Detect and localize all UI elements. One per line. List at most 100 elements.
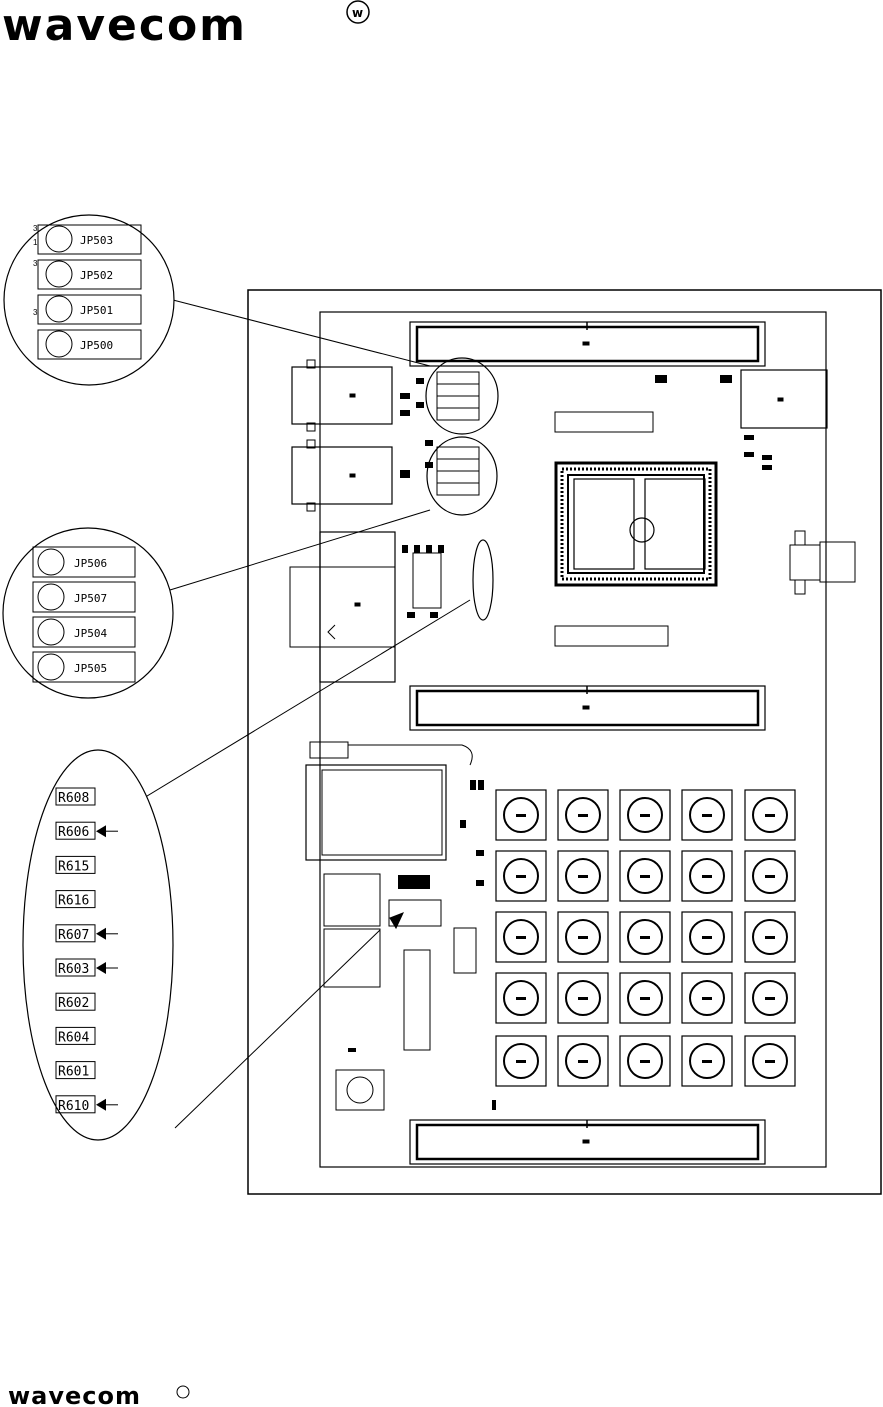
key-mark bbox=[516, 875, 526, 878]
key-mark bbox=[765, 1060, 775, 1063]
key-mark bbox=[702, 875, 712, 878]
key-mark bbox=[640, 1060, 650, 1063]
connector-middle bbox=[410, 686, 765, 730]
key-mark bbox=[578, 997, 588, 1000]
small-ic bbox=[413, 553, 441, 608]
keypad-key bbox=[745, 790, 795, 840]
jumper-block-top bbox=[426, 358, 498, 434]
key-mark bbox=[702, 997, 712, 1000]
jumper-block-mid bbox=[427, 437, 497, 515]
jumper-label: JP501 bbox=[80, 304, 113, 317]
key-mark bbox=[765, 814, 775, 817]
key-mark bbox=[578, 875, 588, 878]
keypad-key bbox=[682, 790, 732, 840]
keypad-key bbox=[496, 912, 546, 962]
keypad-key bbox=[682, 912, 732, 962]
key-mark bbox=[765, 936, 775, 939]
key-mark bbox=[578, 814, 588, 817]
keypad-key bbox=[558, 790, 608, 840]
strip-component-top bbox=[555, 412, 653, 432]
jumper-label: JP500 bbox=[80, 339, 113, 352]
resistor-label: R608 bbox=[58, 791, 89, 806]
callout-jumpers-top: JP50331JP5023JP5013JP500 bbox=[4, 215, 174, 385]
resistor-row: R615 bbox=[56, 856, 95, 874]
resistor-label: R616 bbox=[58, 894, 89, 909]
key-mark bbox=[516, 814, 526, 817]
jumper-label: JP502 bbox=[80, 269, 113, 282]
left-jack-1 bbox=[292, 360, 392, 431]
pin-number-bottom: 1 bbox=[33, 238, 38, 247]
leader-line-mid bbox=[170, 510, 430, 590]
logo-wordmark: wavecom bbox=[2, 0, 247, 51]
board-inner-frame bbox=[320, 312, 826, 1167]
resistor-label: R606 bbox=[58, 825, 89, 840]
header-logo: wavecom w bbox=[2, 0, 369, 51]
vertical-diode bbox=[454, 928, 476, 973]
lower-left-component-1 bbox=[324, 874, 380, 926]
key-mark bbox=[640, 875, 650, 878]
resistor-row: R608 bbox=[56, 788, 95, 806]
battery-holder bbox=[306, 742, 472, 860]
resistor-label: R610 bbox=[58, 1099, 89, 1114]
resistor-label: R604 bbox=[58, 1030, 89, 1045]
keypad-key bbox=[496, 973, 546, 1023]
leader-line-top bbox=[173, 300, 430, 366]
left-jack-2 bbox=[292, 440, 392, 511]
small-keypad-button bbox=[336, 1070, 384, 1110]
keypad-key bbox=[496, 1036, 546, 1086]
logo-mark-letter: w bbox=[352, 6, 363, 20]
leader-line-bottom bbox=[175, 930, 380, 1128]
keypad-key bbox=[558, 851, 608, 901]
keypad-key bbox=[745, 973, 795, 1023]
resistor-label: R601 bbox=[58, 1065, 89, 1080]
jumper-label: JP503 bbox=[80, 234, 113, 247]
key-mark bbox=[765, 997, 775, 1000]
key-mark bbox=[702, 814, 712, 817]
resistor-label: R603 bbox=[58, 962, 89, 977]
key-mark bbox=[702, 1060, 712, 1063]
callout-ellipse-resistors bbox=[23, 750, 173, 1140]
pin-number-top: 3 bbox=[33, 224, 38, 233]
pin-number-bottom: 3 bbox=[33, 308, 38, 317]
key-mark bbox=[578, 936, 588, 939]
left-sub-d-connector bbox=[290, 532, 395, 682]
keypad-key bbox=[558, 1036, 608, 1086]
key-mark bbox=[640, 997, 650, 1000]
resistor-cluster-outline bbox=[473, 540, 493, 620]
resistor-row: R601 bbox=[56, 1062, 95, 1080]
callout-resistors: R608R606R615R616R607R603R602R604R601R610 bbox=[23, 750, 173, 1140]
key-mark bbox=[578, 1060, 588, 1063]
keypad-grid bbox=[496, 790, 795, 1086]
resistor-label: R607 bbox=[58, 928, 89, 943]
key-mark bbox=[516, 997, 526, 1000]
resistor-label: R615 bbox=[58, 859, 89, 874]
key-mark bbox=[516, 936, 526, 939]
resistor-row: R604 bbox=[56, 1027, 95, 1045]
keypad-key bbox=[745, 1036, 795, 1086]
keypad-key bbox=[620, 851, 670, 901]
keypad-key bbox=[682, 973, 732, 1023]
right-top-module bbox=[741, 370, 827, 428]
keypad-key bbox=[620, 1036, 670, 1086]
keypad-key bbox=[496, 790, 546, 840]
keypad-key bbox=[682, 851, 732, 901]
strip-component-bottom bbox=[555, 626, 668, 646]
keypad-key bbox=[620, 912, 670, 962]
connector-bottom bbox=[410, 1120, 765, 1164]
jumper-label: JP505 bbox=[74, 662, 107, 675]
footer-mark-icon bbox=[177, 1386, 189, 1398]
central-module bbox=[556, 463, 716, 585]
resistor-row: R616 bbox=[56, 891, 95, 909]
key-mark bbox=[640, 936, 650, 939]
connector-top bbox=[410, 322, 765, 366]
jumper-label: JP507 bbox=[74, 592, 107, 605]
keypad-key bbox=[745, 912, 795, 962]
pin-number-top: 3 bbox=[33, 259, 38, 268]
small-button-knob bbox=[347, 1077, 373, 1103]
footer-logo: wavecom bbox=[8, 1382, 189, 1407]
jumper-label: JP504 bbox=[74, 627, 107, 640]
vertical-ic bbox=[404, 950, 430, 1050]
rf-connector bbox=[790, 531, 855, 594]
